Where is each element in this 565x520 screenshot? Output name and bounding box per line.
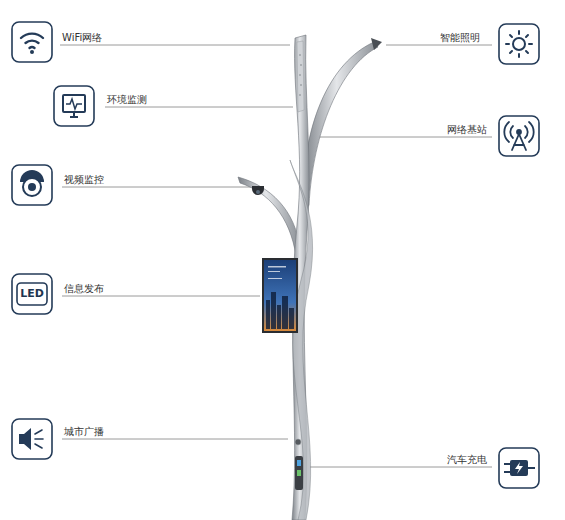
icon-text: LED (17, 288, 47, 300)
feature-label: WiFi网络 (62, 32, 102, 44)
feature-label: 信息发布 (64, 283, 104, 295)
charger-symbol (504, 460, 535, 476)
wifi-symbol (21, 34, 43, 48)
feature-label: 智能照明 (440, 32, 480, 44)
camera-symbol (20, 170, 44, 196)
feature-label: 汽车充电 (447, 454, 487, 466)
sun-symbol (506, 31, 532, 57)
leader-lines (60, 45, 492, 467)
feature-label: 视频监控 (64, 174, 104, 186)
tower-symbol (504, 122, 533, 150)
smart-pole (238, 35, 382, 520)
feature-label: 网络基站 (447, 124, 487, 136)
feature-label: 环境监测 (107, 94, 147, 106)
feature-label: 城市广播 (64, 426, 104, 438)
speaker-symbol (19, 428, 43, 450)
led-symbol (17, 283, 47, 305)
monitor-symbol (63, 95, 85, 117)
icon-frames (12, 22, 539, 488)
